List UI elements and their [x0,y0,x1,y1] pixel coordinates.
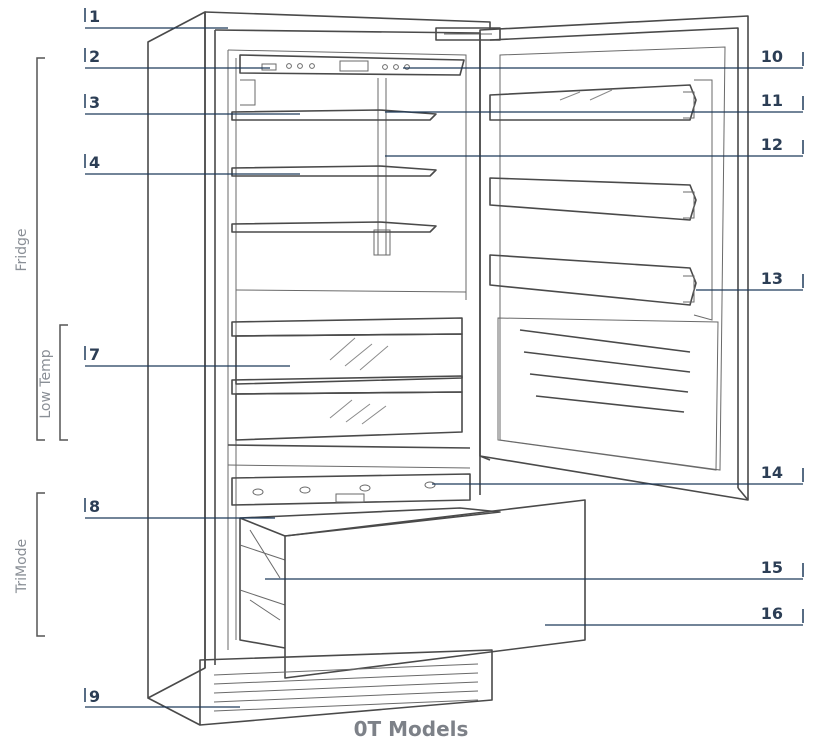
crisper-drawer-upper [231,317,463,385]
cabinet [147,11,491,699]
door-bin-3 [489,254,697,306]
trimode-section-label: TriMode [14,539,30,594]
control-panel [239,54,465,76]
glass-shelf-3 [231,221,437,233]
callout-number: 13 [761,269,783,288]
callout-number: 15 [761,558,783,577]
kick-plate-grille [147,649,493,726]
callout-15: 15 [265,558,804,580]
callout-1: 1 [84,7,228,29]
callout-number: 12 [761,135,783,154]
callout-16: 16 [545,604,804,626]
callout-4: 4 [84,153,300,175]
callout-10: 10 [403,47,804,69]
callout-number: 11 [761,91,783,110]
callout-number: 7 [89,345,100,364]
callout-number: 4 [89,153,100,172]
callout-number: 10 [761,47,783,66]
callout-number: 8 [89,497,100,516]
callout-7: 7 [84,345,290,367]
callout-number: 16 [761,604,783,623]
low-temp-section-label: Low Temp [38,349,54,418]
callout-number: 3 [89,93,100,112]
low-temp-section-bracket: Low Temp [38,324,68,441]
callout-9: 9 [84,687,240,708]
callout-12: 12 [385,135,804,157]
door-bin-2 [489,177,697,221]
callout-number: 2 [89,47,100,66]
diagram-caption: 0T Models [354,717,469,741]
glass-shelf-1 [231,109,437,121]
callout-3: 3 [84,93,300,115]
callout-2: 2 [84,47,270,69]
fridge-door [479,15,749,501]
callout-number: 14 [761,463,783,482]
fridge-section-label: Fridge [14,228,30,271]
door-lower-shelves [497,317,719,471]
trimode-section-bracket: TriMode [14,492,45,637]
callout-13: 13 [696,269,804,291]
trimode-drawer-front [284,499,586,679]
glass-shelf-2 [231,165,437,177]
callout-number: 9 [89,687,100,706]
callout-8: 8 [84,497,275,519]
trimode-compartment [231,473,501,649]
fridge-section-bracket: Fridge [14,57,45,441]
door-side-rail [693,79,713,321]
crisper-drawer-lower [231,375,463,441]
callout-number: 1 [89,7,100,26]
door-bin-1 [489,84,697,121]
callout-11: 11 [385,91,804,113]
callout-14: 14 [432,463,804,485]
interior-light [240,79,256,106]
